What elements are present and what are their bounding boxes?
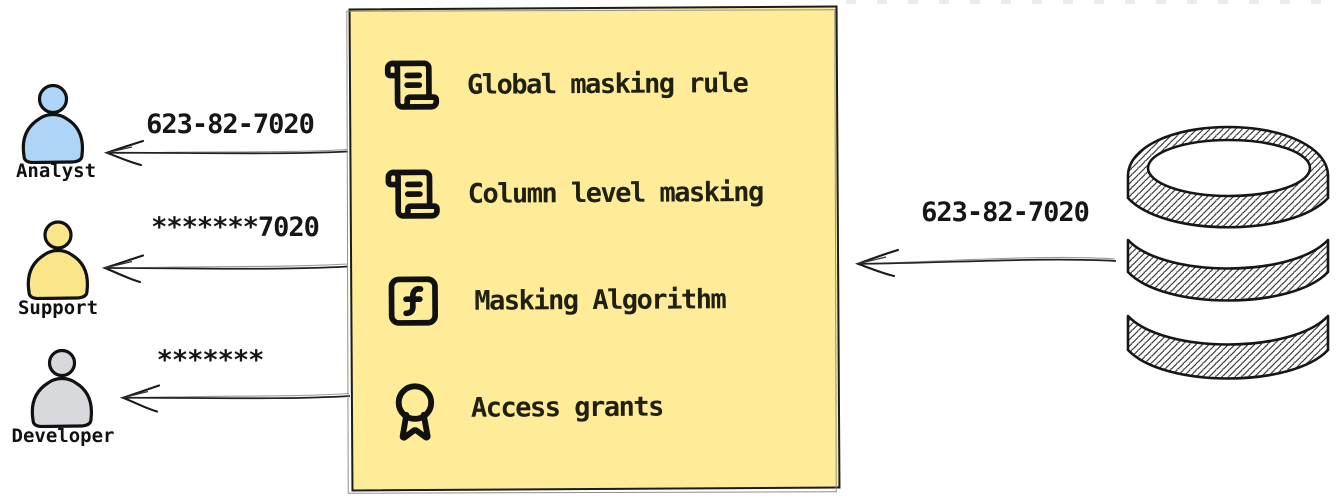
masking-box-item: Global masking rule (383, 54, 748, 114)
scroll-text-icon (384, 60, 440, 110)
arrow-db-to-box-icon (854, 248, 1117, 278)
masking-box-item-label: Global masking rule (466, 67, 748, 101)
arrow-box-to-developer-icon (119, 384, 351, 413)
masked-value-analyst: 623-82-7020 (146, 109, 315, 140)
masking-box-item-label: Access grants (470, 391, 663, 424)
top-dashed-border (846, 0, 1340, 4)
person-icon (26, 220, 90, 300)
persona-developer: Developer (12, 348, 114, 447)
masking-box-item: Access grants (385, 371, 663, 445)
person-body (26, 248, 90, 300)
persona-label: Support (17, 297, 99, 319)
persona-support: Support (10, 220, 106, 319)
masked-value-developer: ******* (156, 345, 265, 376)
masking-box-item: Masking Algorithm (384, 270, 725, 330)
masking-policies-box: Global masking rule Column level masking… (348, 5, 841, 492)
person-body (30, 376, 94, 428)
masking-box-item-label: Masking Algorithm (474, 283, 726, 317)
masked-value-support: *******7020 (151, 212, 320, 243)
function-square-icon (388, 276, 438, 326)
database-icon (1126, 125, 1330, 380)
person-head (37, 84, 69, 115)
source-value-label: 623-82-7020 (921, 197, 1090, 228)
award-icon (395, 383, 435, 441)
arrow-box-to-support-icon (101, 254, 349, 284)
person-icon (30, 348, 94, 428)
person-body (21, 112, 85, 164)
person-head (43, 220, 73, 250)
scroll-text-icon (385, 169, 440, 219)
person-icon (21, 84, 85, 164)
persona-analyst: Analyst (8, 84, 104, 182)
arrow-box-to-analyst-icon (103, 139, 349, 167)
masking-box-item: Column level masking (383, 163, 763, 223)
persona-label: Developer (11, 425, 115, 447)
masking-box-item-label: Column level masking (467, 176, 763, 210)
person-head (47, 348, 77, 378)
persona-label: Analyst (15, 160, 97, 182)
